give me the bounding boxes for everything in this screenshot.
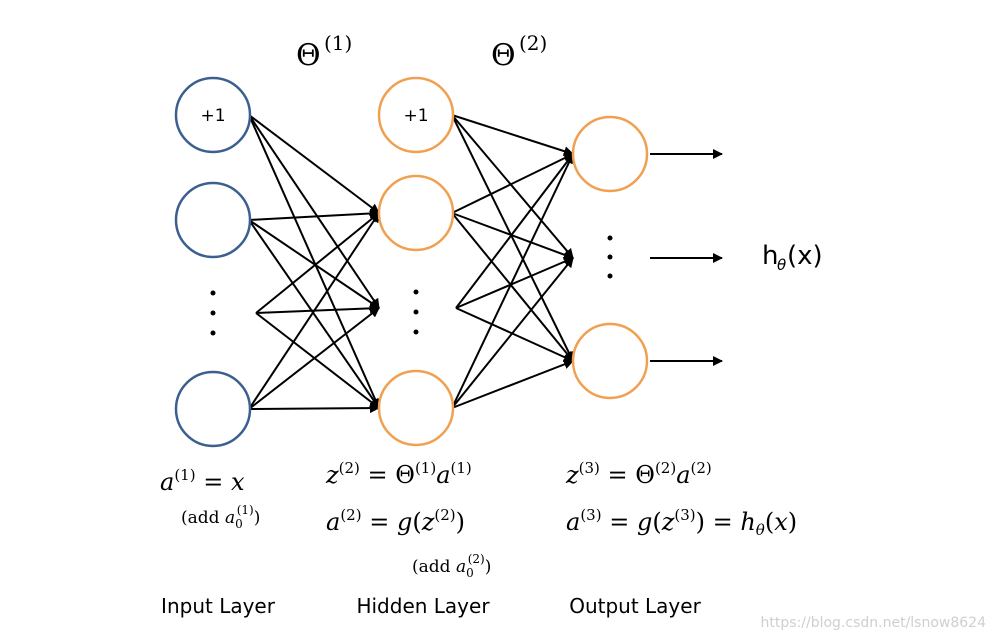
theta-1-sup: (1) (324, 31, 352, 55)
theta-2-sup: (2) (519, 31, 547, 55)
edge-4 (248, 219, 380, 309)
output-arrows (650, 149, 723, 366)
edge-17 (451, 212, 574, 362)
edge-9 (248, 212, 380, 410)
output-ellipsis (607, 235, 613, 279)
hidden-bias-node (377, 76, 455, 154)
edge-21 (451, 153, 574, 409)
output-eq-line2: a(3) = g(z(3)) = hθ(x) (566, 506, 797, 539)
output-equations: z(3) = Θ(2)a(2) a(3) = g(z(3)) = hθ(x) (565, 459, 797, 539)
hidden-ellipsis (413, 289, 419, 335)
edge-16 (451, 212, 574, 260)
input-eq-note: (add a0(1)) (181, 503, 260, 531)
hidden-layer-label: Hidden Layer (356, 594, 490, 618)
hidden-eq-line2: a(2) = g(z(2)) (326, 506, 465, 536)
edge-19 (455, 256, 574, 309)
edge-10 (248, 307, 380, 410)
connection-edges (248, 114, 574, 414)
edge-11 (248, 403, 380, 414)
theta-1-label: Θ (1) (296, 31, 352, 73)
edge-2 (248, 114, 380, 409)
hidden-node-1 (377, 174, 455, 252)
edge-1 (248, 114, 380, 309)
edge-23 (451, 359, 574, 409)
input-node-1 (174, 181, 252, 259)
output-node-1 (571, 115, 649, 193)
theta-1-base: Θ (296, 38, 321, 73)
edge-20 (455, 307, 574, 362)
hidden-layer-nodes: +1 (377, 76, 455, 447)
edge-13 (451, 114, 574, 259)
edge-12 (451, 114, 574, 156)
output-node-n (571, 322, 649, 400)
edge-15 (451, 153, 574, 214)
edge-18 (455, 153, 574, 309)
hidden-equations: z(2) = Θ(1)a(1) a(2) = g(z(2)) (add a0(2… (325, 459, 491, 580)
input-bias-label: +1 (200, 106, 225, 126)
input-equations: a(1) = x (add a0(1)) (160, 466, 260, 531)
edge-14 (451, 114, 574, 362)
edge-8 (255, 312, 380, 409)
input-layer-label: Input Layer (161, 594, 276, 618)
edge-5 (248, 219, 380, 409)
hypothesis-base: h (762, 241, 778, 271)
watermark: https://blog.csdn.net/lsnow8624 (761, 615, 987, 631)
input-ellipsis (210, 290, 216, 336)
hypothesis-rest: (x) (787, 241, 823, 271)
input-eq-main: a(1) = x (160, 466, 245, 496)
input-layer-nodes: +1 (174, 76, 252, 448)
edge-6 (255, 212, 380, 314)
edge-7 (255, 303, 380, 314)
hidden-bias-label: +1 (403, 106, 428, 126)
hidden-node-n (377, 369, 455, 447)
edge-0 (248, 114, 380, 214)
theta-2-base: Θ (491, 38, 516, 73)
output-layer-nodes (571, 115, 649, 400)
edge-22 (451, 257, 574, 409)
output-eq-line1: z(3) = Θ(2)a(2) (565, 459, 712, 489)
output-layer-label: Output Layer (569, 594, 701, 618)
hidden-eq-line1: z(2) = Θ(1)a(1) (325, 459, 472, 489)
theta-2-label: Θ (2) (491, 31, 547, 73)
input-node-n (174, 370, 252, 448)
hypothesis-label: h θ (x) (762, 241, 823, 274)
edge-3 (248, 208, 380, 221)
input-bias-node (174, 76, 252, 154)
hidden-eq-note: (add a0(2)) (412, 552, 491, 580)
hypothesis-sub: θ (777, 256, 786, 274)
